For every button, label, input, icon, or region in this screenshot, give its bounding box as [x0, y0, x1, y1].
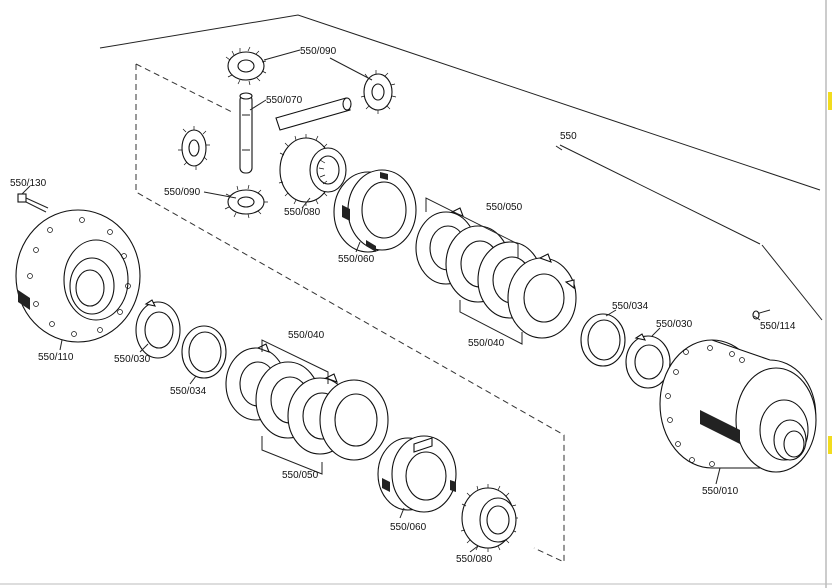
shim-left [181, 325, 227, 379]
differential-case [659, 339, 817, 473]
label-550-030-right: 550/030 [656, 319, 693, 330]
shim-right [580, 313, 626, 367]
label-550-010: 550/010 [702, 486, 739, 497]
label-550-090-left: 550/090 [164, 187, 201, 198]
pinion-gear-right [360, 70, 397, 114]
side-gear-bottom [460, 484, 518, 552]
leader-lines [21, 49, 761, 553]
side-gear-top [278, 134, 347, 206]
label-550-110: 550/110 [38, 352, 74, 363]
pinion-shaft-vertical [239, 92, 253, 174]
label-550-030-left: 550/030 [114, 354, 151, 365]
thrust-washer-right [625, 333, 671, 389]
label-550-050-top: 550/050 [486, 202, 523, 213]
edge-marker-top [828, 92, 832, 110]
thrust-washer-left [135, 299, 181, 359]
edge-marker-bottom [828, 436, 832, 454]
label-550-080-bottom: 550/080 [456, 554, 493, 565]
label-group-550: 550 [560, 131, 577, 142]
clutch-housing-top [333, 169, 417, 253]
label-550-130: 550/130 [10, 178, 47, 189]
pinion-shaft-horizontal [275, 97, 352, 131]
pinion-gear-bottom [224, 184, 268, 219]
friction-disc-set-bottom [225, 339, 389, 475]
label-550-090-top: 550/090 [300, 46, 337, 57]
label-550-040-bottom: 550/040 [468, 338, 505, 349]
case-half-left [15, 209, 141, 343]
clutch-housing-bottom [377, 435, 457, 513]
group-550-outline [99, 14, 821, 191]
label-550-060-top: 550/060 [338, 254, 375, 265]
bolt-550-130 [17, 193, 49, 213]
label-550-080-top: 550/080 [284, 207, 321, 218]
pinion-gear-left [178, 126, 210, 170]
label-550-114: 550/114 [760, 321, 796, 332]
label-550-040-top: 550/040 [288, 330, 325, 341]
friction-disc-set-top [415, 197, 577, 345]
label-550-060-bottom: 550/060 [390, 522, 427, 533]
pinion-gear-top [225, 46, 267, 86]
label-550-034-left: 550/034 [170, 386, 207, 397]
label-550-070: 550/070 [266, 95, 303, 106]
screw-550-114 [752, 309, 771, 320]
label-550-034-right: 550/034 [612, 301, 649, 312]
label-550-050-bottom: 550/050 [282, 470, 319, 481]
dashed-frame [135, 64, 565, 563]
